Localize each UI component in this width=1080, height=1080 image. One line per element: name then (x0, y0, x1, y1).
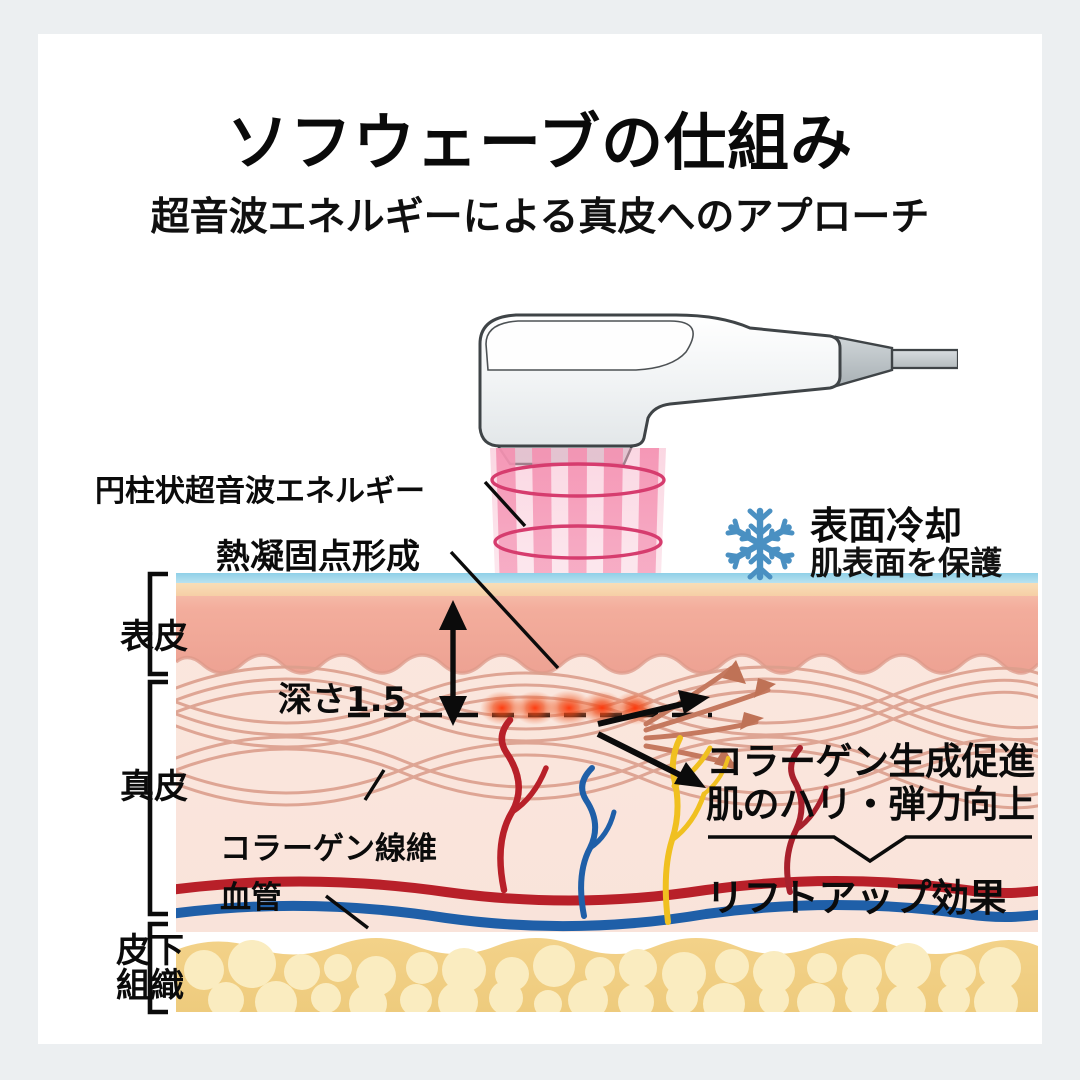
artery-branch-left (497, 716, 522, 894)
cooling-description: 肌表面を保護 (810, 544, 1003, 583)
layer-label-subcutaneous-line1: 皮下 (116, 931, 184, 971)
surface-cooling-badge: 表面冷却 肌表面を保護 (722, 492, 1042, 596)
artery-branch-right (784, 745, 805, 895)
infographic-card: ソフウェーブの仕組み 超音波エネルギーによる真皮へのアプローチ (38, 34, 1042, 1044)
layer-label-subcutaneous: 皮下 組織 (108, 931, 192, 1007)
rete-ridge-line (174, 653, 1040, 675)
stratum-corneum (176, 582, 1038, 596)
layer-label-epidermis: 表皮 (120, 617, 188, 657)
result-final: リフトアップ効果 (706, 875, 1007, 920)
artery-branch-left-b (509, 765, 549, 815)
callout-collagen-fiber: コラーゲン線維 (220, 831, 437, 867)
surface-cooling-band (176, 573, 1038, 583)
nerve-branch-1 (669, 791, 707, 843)
nerve-branch-3 (701, 755, 731, 797)
result-line-2: 肌のハリ・弾力向上 (706, 783, 1035, 827)
device-highlight (485, 320, 694, 371)
page-subtitle: 超音波エネルギーによる真皮へのアプローチ (150, 195, 930, 240)
callout-coagulation-point: 熱凝固点形成 (216, 537, 420, 577)
artery-main (165, 876, 1042, 906)
page-title: ソフウェーブの仕組み (226, 106, 854, 179)
cooling-text-group: 表面冷却 肌表面を保護 (810, 504, 1003, 583)
epidermis-layer (176, 582, 1038, 673)
cooling-title: 表面冷却 (810, 504, 963, 549)
callout-depth: 深さ1.5 (278, 680, 407, 720)
callout-cylindrical-energy: 円柱状超音波エネルギー (95, 474, 425, 509)
layer-label-dermis: 真皮 (120, 767, 188, 807)
device-cable (888, 348, 960, 370)
result-divider-icon (708, 834, 1032, 863)
vein-branch-b (587, 809, 617, 851)
snowflake-glyph (725, 507, 795, 581)
vein-branch (578, 765, 599, 919)
layer-label-subcutaneous-line2: 組織 (116, 966, 184, 1007)
device-connector (834, 335, 894, 388)
callout-blood-vessel: 血管 (220, 880, 282, 916)
results-block: コラーゲン生成促進 肌のハリ・弾力向上 リフトアップ効果 (706, 740, 1036, 922)
snowflake-icon (722, 506, 798, 582)
artery-branch-right-b (793, 785, 829, 833)
result-line-1: コラーゲン生成促進 (706, 740, 1035, 783)
